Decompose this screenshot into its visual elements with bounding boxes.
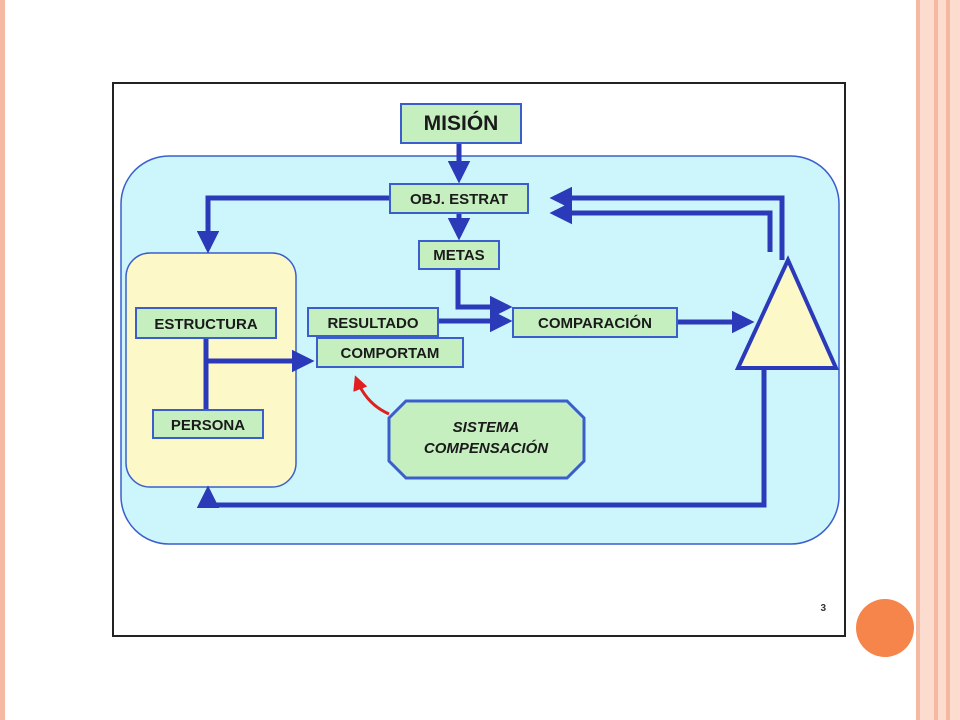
node-label: RESULTADO [327,315,418,332]
node-box [512,307,678,338]
node-comportam: COMPORTAM [316,337,464,368]
inner-group-panel [125,252,297,488]
slide-number: 3 [820,603,826,614]
node-resultado: RESULTADO [307,307,439,337]
node-box [152,409,264,439]
outer-panel [120,155,840,545]
left-border-stripe [0,0,5,720]
sistema-label-line1: SISTEMA [453,419,520,436]
node-label: ESTRUCTURA [154,316,257,333]
arrow-metas-comparacion [455,267,513,319]
node-box [316,337,464,368]
node-box [135,307,277,339]
node-persona: PERSONA [152,409,264,439]
stripe [934,0,938,720]
red-arrow-sistema-comportam [353,375,390,416]
node-comparacion: COMPARACIÓN [512,307,678,338]
stripe [916,0,920,720]
node-label: COMPORTAM [341,345,440,362]
node-label: COMPARACIÓN [538,314,652,332]
node-estructura: ESTRUCTURA [135,307,277,339]
node-box [400,103,522,144]
node-metas: METAS [418,240,500,270]
node-box [307,307,439,337]
node-label: PERSONA [171,417,245,434]
node-obj-estrat: OBJ. ESTRAT [389,183,529,214]
node-sistema-compensacion: SISTEMA COMPENSACIÓN [387,399,586,480]
node-mision: MISIÓN [400,103,522,144]
sistema-label-line2: COMPENSACIÓN [424,439,549,457]
node-box [418,240,500,270]
node-label: METAS [433,247,484,264]
node-label: MISIÓN [424,111,499,135]
node-label: OBJ. ESTRAT [410,191,508,208]
diagram-canvas: MISIÓN OBJ. ESTRAT METAS ESTRUCTURA RESU… [120,103,840,614]
arrow-objestrat-group [196,195,390,254]
arrow-triangle-objestrat-1 [549,186,785,260]
arrow-triangle-objestrat-2 [549,201,773,252]
stripe [920,0,934,720]
arrow-triangle-group [196,367,767,508]
stripe [946,0,950,720]
stripe [950,0,960,720]
slide-frame: MISIÓN OBJ. ESTRAT METAS ESTRUCTURA RESU… [112,82,846,637]
accent-dot [856,599,914,657]
stripe [938,0,946,720]
node-box [389,183,529,214]
octagon-shape [387,399,586,480]
triangle-shape [734,255,840,370]
right-decorative-stripes [916,0,960,720]
